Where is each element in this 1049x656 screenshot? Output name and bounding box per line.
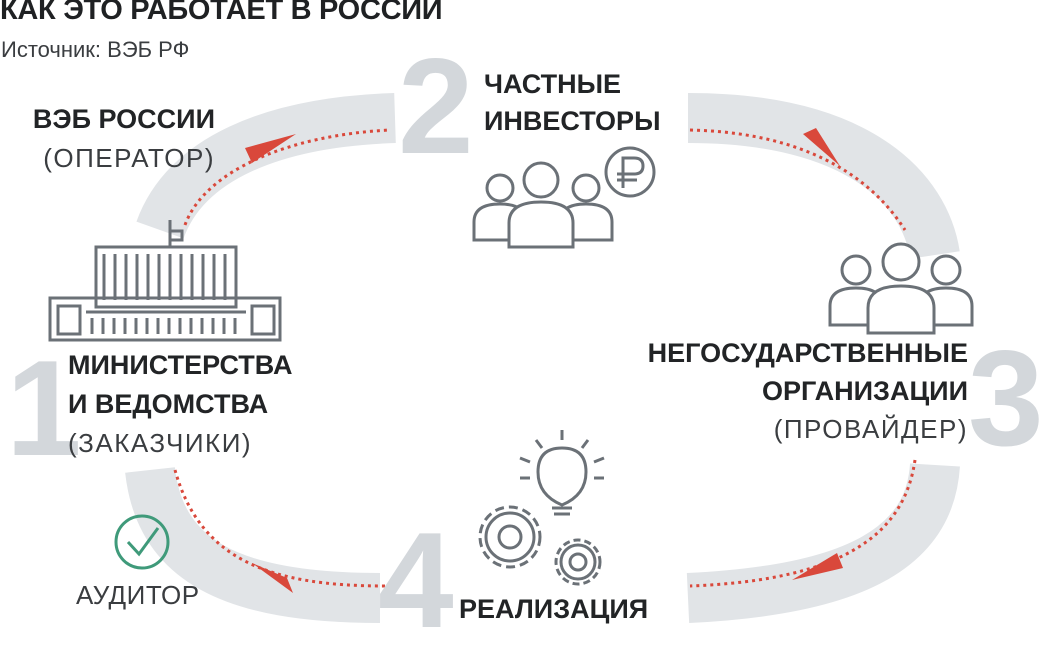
lightbulb-icon bbox=[519, 430, 605, 516]
arrow-providers-to-realization bbox=[689, 459, 917, 588]
arrowhead-2 bbox=[803, 128, 840, 166]
arrowheads bbox=[245, 128, 843, 593]
step-1-number: 1 bbox=[6, 332, 82, 484]
ring-band bbox=[125, 93, 960, 623]
providers-people-icon bbox=[828, 242, 974, 335]
step-3-line1: НЕГОСУДАРСТВЕННЫЕ bbox=[647, 338, 968, 368]
ring-segment-right bbox=[686, 462, 960, 623]
ruble-coin-icon bbox=[604, 146, 656, 198]
ring-segment-top-left bbox=[136, 93, 396, 240]
operator-subtitle: (ОПЕРАТОР) bbox=[43, 143, 215, 173]
step-2-line2: ИНВЕСТОРЫ bbox=[484, 106, 661, 136]
step-1-line1: МИНИСТЕРСТВА bbox=[68, 350, 293, 380]
arrow-investors-to-providers bbox=[689, 128, 907, 231]
page-title: КАК ЭТО РАБОТАЕТ В РОССИИ bbox=[0, 0, 443, 26]
arrowhead-4 bbox=[252, 563, 293, 593]
government-building-icon bbox=[48, 220, 282, 342]
step-2-line1: ЧАСТНЫЕ bbox=[484, 69, 622, 99]
arrow-realization-to-ministries bbox=[173, 469, 386, 588]
step-2-number: 2 bbox=[398, 30, 474, 182]
cycle-diagram bbox=[48, 93, 974, 623]
investors-people-icon bbox=[472, 161, 614, 249]
step-3-line2: ОРГАНИЗАЦИИ bbox=[762, 376, 968, 406]
ring-segment-bottom-left bbox=[125, 466, 381, 623]
step-3-number: 3 bbox=[968, 322, 1044, 474]
gears-icon bbox=[478, 505, 602, 586]
ring-segment-top-right bbox=[687, 93, 960, 260]
arrowhead-3 bbox=[792, 553, 843, 580]
step-3-subtitle: (ПРОВАЙДЕР) bbox=[773, 414, 968, 444]
step-1-line2: И ВЕДОМСТВА bbox=[68, 389, 269, 419]
step-4-label: РЕАЛИЗАЦИЯ bbox=[459, 594, 649, 624]
step-4-number: 4 bbox=[378, 504, 454, 656]
auditor-label: АУДИТОР bbox=[76, 580, 200, 610]
source-label: Источник: ВЭБ РФ bbox=[1, 37, 190, 62]
operator-title: ВЭБ РОССИИ bbox=[32, 104, 215, 134]
step-1-subtitle: (ЗАКАЗЧИКИ) bbox=[68, 428, 253, 458]
arrowhead-1 bbox=[245, 134, 296, 163]
checkmark-icon bbox=[114, 514, 170, 570]
